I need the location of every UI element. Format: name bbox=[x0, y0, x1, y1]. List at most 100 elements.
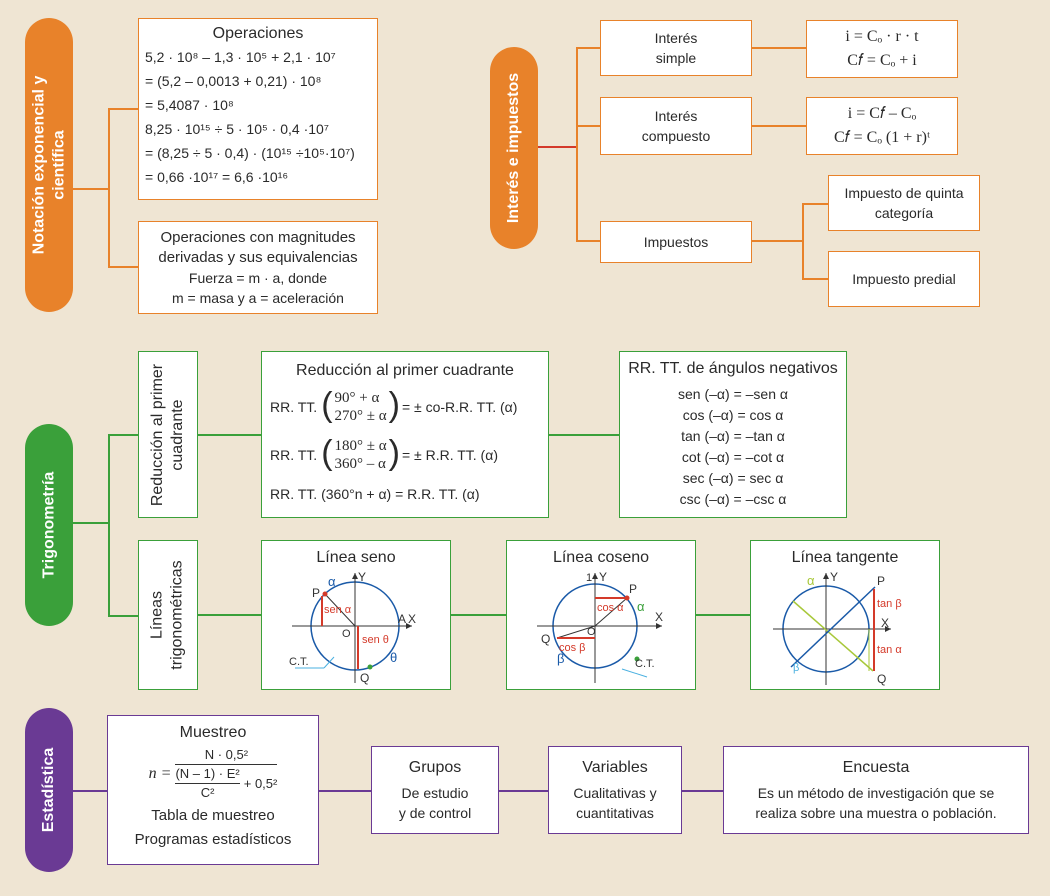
connector bbox=[682, 790, 723, 792]
linea-tangente-diagram: Y X P Q α β tan β tan α bbox=[773, 571, 902, 686]
tangente-tan-a: tan α bbox=[877, 644, 902, 656]
connector bbox=[108, 434, 110, 616]
impuestos-box: Impuestos bbox=[600, 221, 752, 263]
linea-seno-diagram: Y X A O P Q α θ sen α sen θ C.T. bbox=[289, 571, 416, 685]
operaciones-line: = 0,66 ·10¹⁷ = 6,6 ·10¹⁶ bbox=[145, 169, 289, 185]
tangente-beta: β bbox=[793, 662, 799, 674]
encuesta-title: Encuesta bbox=[842, 759, 910, 776]
muestreo-num: N · 0,5² bbox=[204, 747, 249, 762]
muestreo-tabla: Tabla de muestreo bbox=[151, 807, 275, 824]
connector bbox=[108, 434, 138, 436]
connector bbox=[752, 240, 804, 242]
coseno-cos-b: cos β bbox=[559, 642, 586, 654]
linea-coseno-diagram: 1 Y X O P Q α β cos α cos β C.T. bbox=[537, 571, 663, 683]
r1-top: 90° + α bbox=[334, 390, 380, 406]
muestreo-den2: C² bbox=[200, 785, 215, 800]
negativos-box: RR. TT. de ángulos negativos sen (–α) = … bbox=[619, 351, 847, 518]
muestreo-title: Muestreo bbox=[179, 724, 247, 741]
interes-simple-formula-box: i = Cₒ · r · t C𝑓 = Cₒ + i bbox=[806, 20, 958, 78]
r2-res: = ± R.R. TT. (α) bbox=[401, 447, 498, 463]
variables-title: Variables bbox=[582, 759, 648, 776]
impuesto-quinta-2: categoría bbox=[874, 205, 934, 221]
magnitudes-line-1: Fuerza = m · a, donde bbox=[188, 270, 328, 286]
seno-theta: θ bbox=[390, 650, 397, 665]
connector bbox=[319, 790, 371, 792]
tangente-Y: Y bbox=[830, 571, 838, 584]
seno-Q: Q bbox=[360, 671, 369, 685]
encuesta-line2: realiza sobre una muestra o población. bbox=[755, 805, 997, 821]
seno-O: O bbox=[342, 628, 351, 640]
impuesto-predial-box: Impuesto predial bbox=[828, 251, 980, 307]
muestreo-plus: + 0,5² bbox=[243, 775, 278, 791]
encuesta-line1: Es un método de investigación que se bbox=[757, 785, 995, 801]
magnitudes-title-1: Operaciones con magnitudes bbox=[160, 229, 356, 246]
notacion-label-1: Notación exponencial y bbox=[30, 75, 47, 255]
coseno-Y: Y bbox=[599, 571, 607, 584]
interes-compuesto-formula-2: C𝑓 = Cₒ (1 + r)ᵗ bbox=[833, 129, 931, 146]
lineas-side-1: Líneas bbox=[149, 590, 166, 640]
seno-A: A bbox=[398, 612, 406, 626]
magnitudes-title-2: derivadas y sus equivalencias bbox=[158, 249, 358, 266]
interes-simple-2: simple bbox=[655, 50, 697, 66]
seno-sen-a: sen α bbox=[324, 604, 352, 616]
r2-bot: 360° – α bbox=[334, 456, 386, 472]
rr-label: RR. TT. bbox=[270, 447, 318, 463]
grupos-line1: De estudio bbox=[401, 785, 469, 801]
impuesto-predial-label: Impuesto predial bbox=[852, 271, 956, 287]
connector bbox=[549, 434, 619, 436]
tangente-P: P bbox=[877, 574, 885, 588]
r1-res: = ± co-R.R. TT. (α) bbox=[401, 399, 518, 415]
tangente-alpha: α bbox=[807, 573, 815, 588]
encuesta-box: Encuesta Es un método de investigación q… bbox=[723, 746, 1029, 834]
linea-seno-title: Línea seno bbox=[316, 549, 396, 566]
operaciones-line: = 5,4087 · 10⁸ bbox=[145, 97, 234, 113]
impuesto-quinta-1: Impuesto de quinta bbox=[844, 185, 964, 201]
interes-compuesto-1: Interés bbox=[654, 108, 698, 124]
operaciones-line: 5,2 · 10⁸ – 1,3 · 10⁵ + 2,1 · 10⁷ bbox=[145, 49, 336, 65]
coseno-beta: β bbox=[557, 651, 564, 666]
connector bbox=[752, 125, 807, 127]
impuesto-quinta-box: Impuesto de quinta categoría bbox=[828, 175, 980, 231]
rr-label: RR. TT. bbox=[270, 399, 318, 415]
connector bbox=[802, 278, 828, 280]
connector bbox=[73, 188, 109, 190]
connector bbox=[576, 47, 600, 49]
interes-simple-1: Interés bbox=[654, 30, 698, 46]
coseno-O: O bbox=[587, 626, 596, 638]
grupos-line2: y de control bbox=[398, 805, 472, 821]
lineas-side-2: trigonométricas bbox=[169, 560, 186, 670]
operaciones-line: = (5,2 – 0,0013 + 0,21) · 10⁸ bbox=[145, 73, 322, 89]
connector bbox=[802, 203, 804, 279]
linea-seno-box: Línea seno Y X A O P Q α θ sen α sen θ C… bbox=[261, 540, 451, 690]
interes-compuesto-box: Interés compuesto bbox=[600, 97, 752, 155]
interes-simple-formula-2: C𝑓 = Cₒ + i bbox=[847, 52, 917, 69]
connector bbox=[198, 434, 261, 436]
interes-simple-box: Interés simple bbox=[600, 20, 752, 76]
seno-ct: C.T. bbox=[289, 656, 309, 668]
connector bbox=[108, 615, 138, 617]
variables-line2: cuantitativas bbox=[576, 805, 654, 821]
seno-sen-t: sen θ bbox=[362, 634, 389, 646]
muestreo-programas: Programas estadísticos bbox=[134, 831, 292, 848]
interes-compuesto-formula-box: i = C𝑓 – Cₒ C𝑓 = Cₒ (1 + r)ᵗ bbox=[806, 97, 958, 155]
trigonometria-pill: Trigonometría bbox=[25, 424, 73, 626]
linea-tangente-box: Línea tangente Y X P Q α β tan β tan α bbox=[750, 540, 940, 690]
negativos-line: cos (–α) = cos α bbox=[682, 407, 784, 423]
muestreo-den: (N – 1) · E² bbox=[175, 765, 240, 784]
tangente-X: X bbox=[881, 616, 889, 630]
connector bbox=[576, 47, 578, 241]
connector bbox=[73, 522, 109, 524]
interes-compuesto-formula-1: i = C𝑓 – Cₒ bbox=[847, 105, 917, 122]
interes-label: Interés e impuestos bbox=[505, 72, 522, 224]
r3: RR. TT. (360°n + α) = R.R. TT. (α) bbox=[270, 486, 480, 502]
interes-pill: Interés e impuestos bbox=[490, 47, 538, 249]
operaciones-title: Operaciones bbox=[212, 25, 304, 42]
linea-coseno-box: Línea coseno 1 Y X O P Q α β cos α cos β… bbox=[506, 540, 696, 690]
estadistica-pill: Estadística bbox=[25, 708, 73, 872]
interes-simple-formula-1: i = Cₒ · r · t bbox=[845, 28, 919, 45]
reduccion-side-1: Reducción al primer bbox=[149, 363, 166, 506]
muestreo-box: Muestreo n = N · 0,5² (N – 1) · E² C² + … bbox=[107, 715, 319, 865]
reduccion-box: Reducción al primer cuadrante RR. TT. ( … bbox=[261, 351, 549, 518]
coseno-cos-a: cos α bbox=[597, 602, 624, 614]
